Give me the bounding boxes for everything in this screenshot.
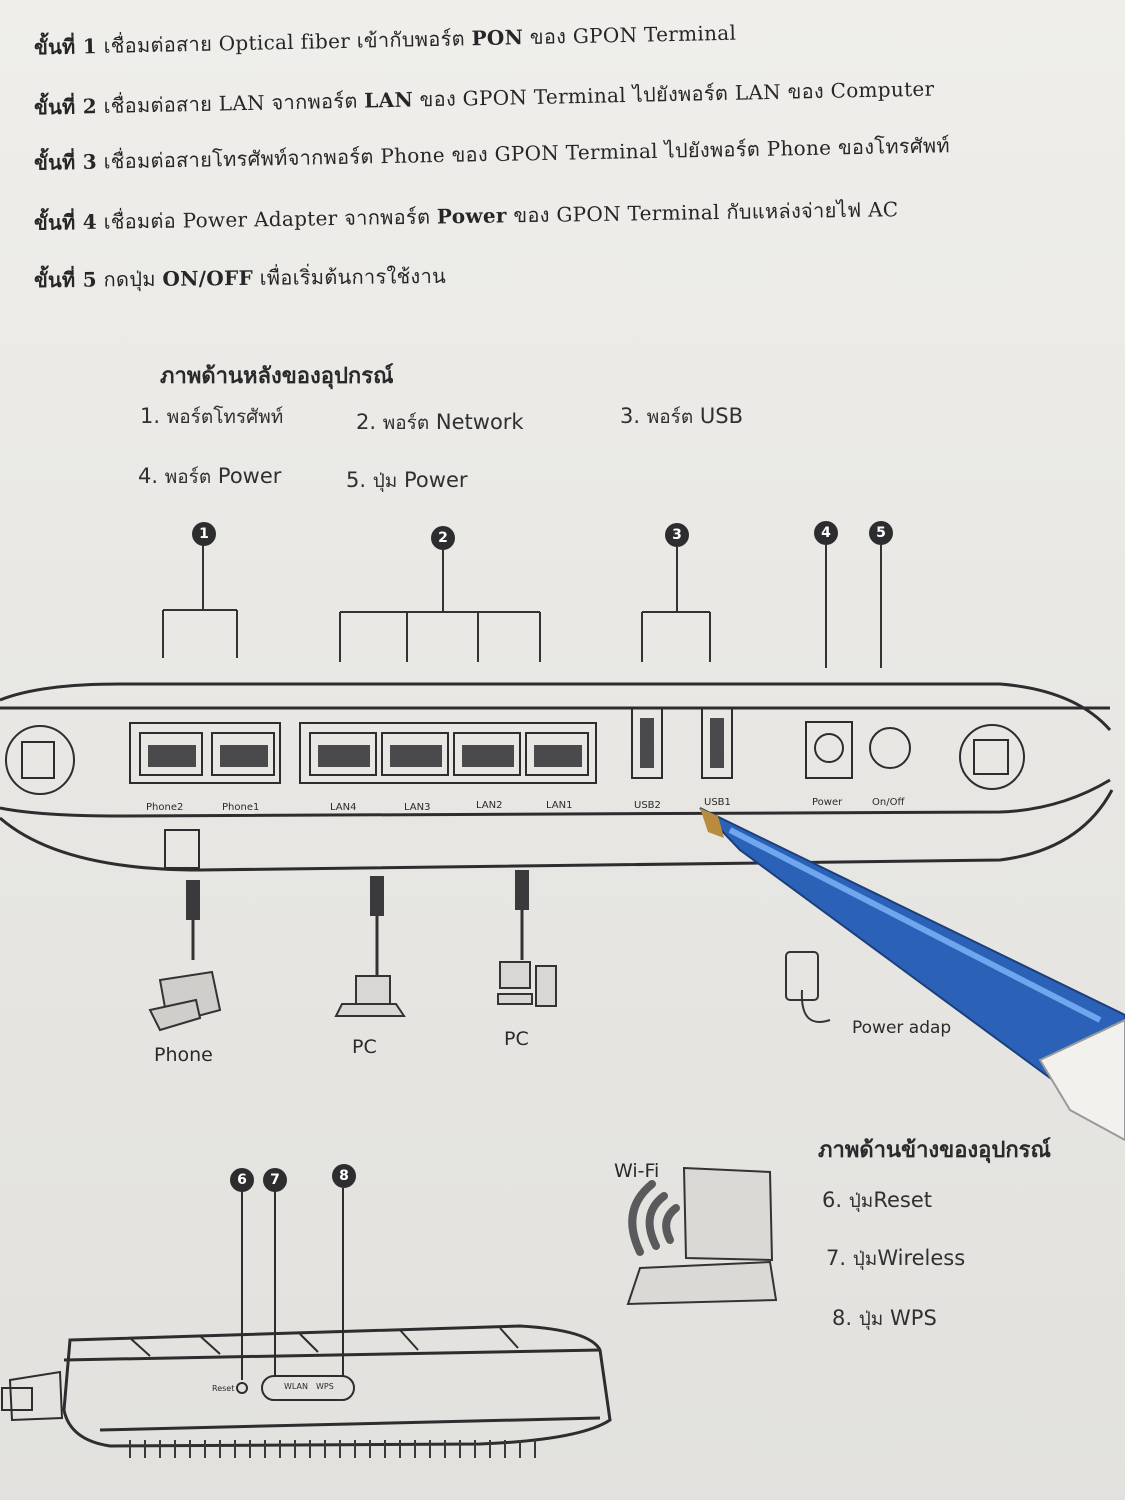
callout-1: 1 xyxy=(192,522,216,546)
legend-item-5: 5. ปุ่ม Power xyxy=(346,466,468,496)
legend-th: ปุ่ม xyxy=(858,1308,884,1330)
callout-6: 6 xyxy=(230,1168,254,1192)
legend-num: 3. xyxy=(620,404,641,428)
legend-num: 4. xyxy=(138,464,159,488)
device-caption-phone: Phone xyxy=(154,1044,213,1066)
callout-5: 5 xyxy=(869,521,893,545)
legend-th: ปุ่ม xyxy=(852,1248,878,1270)
device-caption-pc: PC xyxy=(352,1036,377,1058)
callout-3: 3 xyxy=(665,523,689,547)
legend-item-7: 7. ปุ่มWireless xyxy=(826,1244,965,1274)
wps-label: WPS xyxy=(316,1382,334,1391)
legend-th: พอร์ต xyxy=(646,406,694,428)
legend-th: พอร์ต xyxy=(382,412,430,434)
legend-th: พอร์ตโทรศัพท์ xyxy=(166,406,284,428)
port-label: On/Off xyxy=(872,797,905,808)
legend-en: Power xyxy=(217,464,282,488)
port-label: USB1 xyxy=(704,797,731,808)
port-label: USB2 xyxy=(634,800,661,811)
side-view-title: ภาพด้านข้างของอุปกรณ์ xyxy=(818,1137,1051,1163)
device-caption-power-adapter: Power adap xyxy=(852,1018,952,1038)
port-label: LAN2 xyxy=(476,800,503,811)
wifi-label: Wi-Fi xyxy=(614,1160,660,1182)
legend-item-1: 1. พอร์ตโทรศัพท์ xyxy=(140,402,283,432)
legend-num: 2. xyxy=(356,410,377,434)
wlan-label: WLAN xyxy=(284,1382,309,1391)
port-label: LAN3 xyxy=(404,802,431,813)
legend-num: 5. xyxy=(346,468,367,492)
port-label: LAN1 xyxy=(546,800,573,811)
legend-th: ปุ่ม xyxy=(848,1190,874,1212)
legend-en: Wireless xyxy=(877,1246,966,1270)
legend-item-4: 4. พอร์ต Power xyxy=(138,462,281,492)
callout-2: 2 xyxy=(431,526,455,550)
legend-item-8: 8. ปุ่ม WPS xyxy=(832,1304,937,1334)
callout-7: 7 xyxy=(263,1168,287,1192)
legend-th: พอร์ต xyxy=(164,466,212,488)
port-label: Phone2 xyxy=(146,802,184,813)
legend-th: ปุ่ม xyxy=(372,470,398,492)
pen-overlay xyxy=(699,807,1125,1142)
legend-item-6: 6. ปุ่มReset xyxy=(822,1186,932,1216)
device-caption-pc: PC xyxy=(504,1028,529,1050)
legend-item-2: 2. พอร์ต Network xyxy=(356,408,524,438)
port-label: LAN4 xyxy=(330,802,357,813)
legend-num: 1. xyxy=(140,404,161,428)
reset-label: Reset xyxy=(212,1384,235,1393)
callout-8: 8 xyxy=(332,1164,356,1188)
legend-en: WPS xyxy=(890,1306,937,1330)
port-label: Power xyxy=(812,797,843,808)
legend-en: Power xyxy=(404,468,468,492)
legend-num: 8. xyxy=(832,1306,853,1330)
legend-num: 6. xyxy=(822,1188,843,1212)
legend-num: 7. xyxy=(826,1246,847,1270)
rear-view-title: ภาพด้านหลังของอุปกรณ์ xyxy=(160,363,394,389)
legend-en: USB xyxy=(699,404,744,428)
legend-item-3: 3. พอร์ต USB xyxy=(620,402,743,432)
legend-en: Reset xyxy=(873,1188,932,1212)
legend-en: Network xyxy=(435,410,524,434)
callout-4: 4 xyxy=(814,521,838,545)
port-label: Phone1 xyxy=(222,802,260,813)
